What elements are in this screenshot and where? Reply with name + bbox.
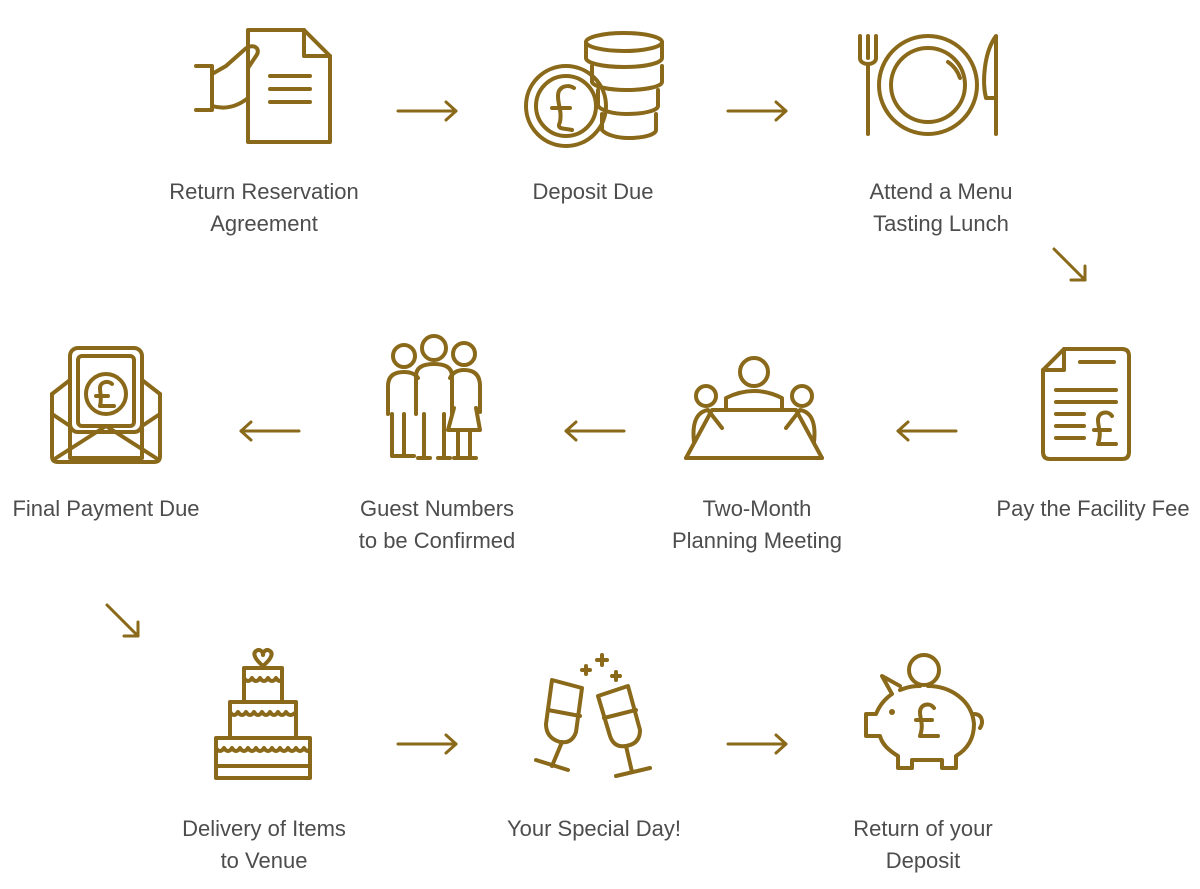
step-label-pay-the-facility-fee: Pay the Facility Fee: [996, 496, 1190, 521]
arrow-right-icon: [396, 733, 458, 755]
envelope-payment-icon: [48, 344, 164, 466]
wedding-cake-icon: [212, 648, 314, 782]
guests-group-icon: [384, 332, 484, 464]
step-label-your-special-day: Your Special Day!: [506, 816, 682, 841]
coins-pound-icon: [522, 30, 666, 150]
step-label-guest-numbers-to-be-confirmed: Guest Numbers to be Confirmed: [358, 496, 516, 553]
piggy-bank-icon: [860, 652, 986, 772]
arrow-left-icon: [896, 420, 958, 442]
step-label-attend-a-menu-tasting-lunch: Attend a Menu Tasting Lunch: [869, 179, 1013, 236]
document-hand-icon: [192, 26, 332, 146]
step-label-return-reservation-agreement: Return Reservation Agreement: [169, 179, 359, 236]
step-label-delivery-of-items-to-venue: Delivery of Items to Venue: [182, 816, 346, 873]
arrow-left-icon: [239, 420, 301, 442]
arrow-right-icon: [396, 100, 458, 122]
meeting-table-icon: [682, 354, 826, 462]
arrow-down-right-icon: [1052, 247, 1087, 282]
step-label-two-month-planning-meeting: Two-Month Planning Meeting: [671, 496, 842, 553]
champagne-glasses-icon: [532, 652, 656, 780]
invoice-pound-icon: [1040, 346, 1132, 462]
plate-cutlery-icon: [856, 32, 1000, 138]
step-label-return-of-your-deposit: Return of your Deposit: [853, 816, 993, 873]
arrow-right-icon: [726, 733, 788, 755]
arrow-left-icon: [564, 420, 626, 442]
arrow-right-icon: [726, 100, 788, 122]
arrow-down-right-icon: [105, 603, 140, 638]
step-label-final-payment-due: Final Payment Due: [12, 496, 200, 521]
step-label-deposit-due: Deposit Due: [532, 179, 654, 204]
